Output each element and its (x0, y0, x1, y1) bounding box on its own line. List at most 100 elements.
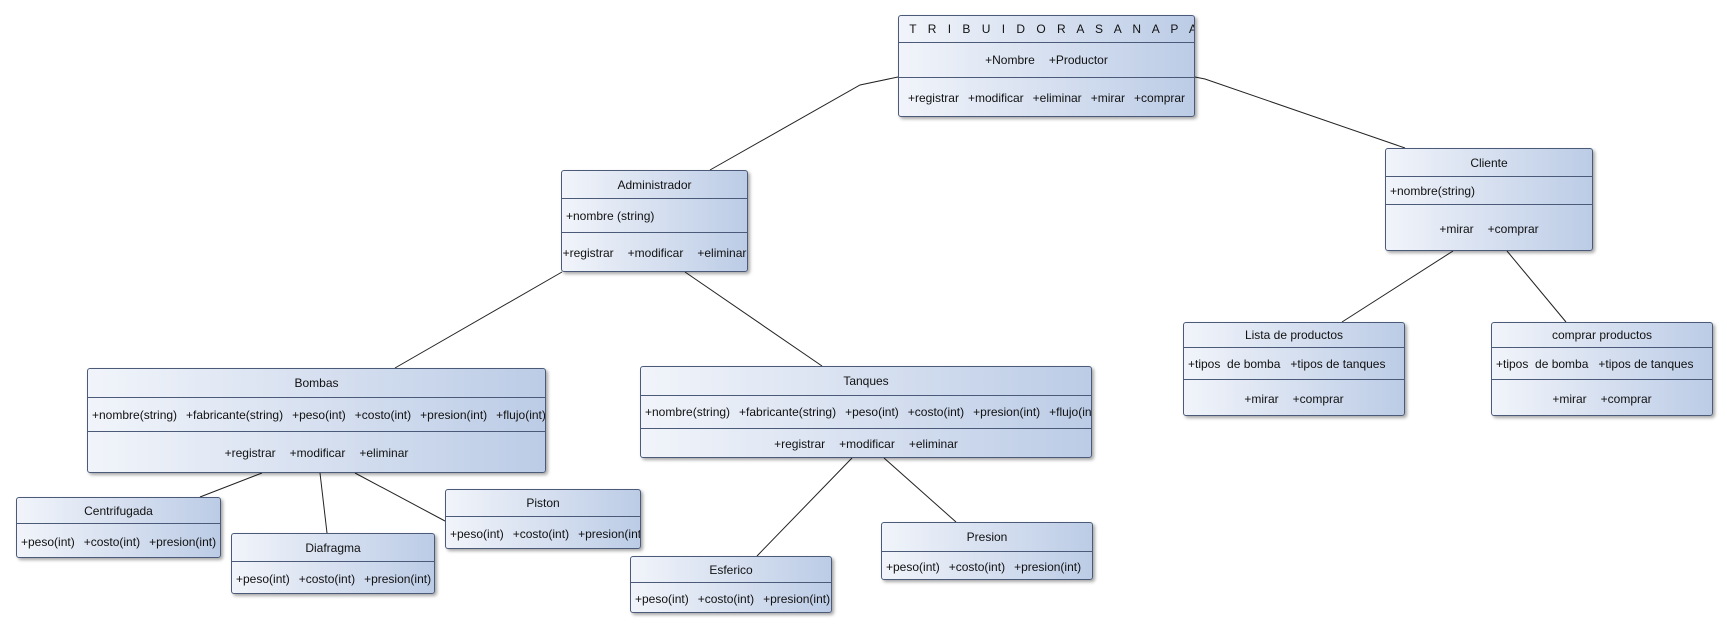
attribute: +peso(int) (450, 526, 504, 541)
attribute: +presion(int) (1014, 559, 1082, 574)
method: +mirar (1439, 221, 1474, 236)
attribute: +presion(int) (364, 571, 432, 586)
class-attributes: +tipos de bomba +tipos de tanques (1492, 347, 1712, 379)
class-attributes: +peso(int) +costo(int) +presion(int) (882, 551, 1092, 579)
attribute: +Productor (1048, 53, 1108, 67)
class-diafragma: Diafragma +peso(int) +costo(int) +presio… (231, 533, 435, 594)
line-distribuidora-cliente (1194, 76, 1406, 149)
method: +comprar (1292, 391, 1344, 406)
class-name: Centrifugada (84, 503, 153, 518)
method: +registrar (907, 91, 959, 105)
line-cliente-comprar (1506, 250, 1567, 323)
line-cliente-lista (1341, 250, 1454, 323)
method: +eliminar (1032, 91, 1082, 105)
line-bombas-piston (354, 472, 446, 522)
class-name: Administrador (617, 177, 692, 192)
class-presion: Presion +peso(int) +costo(int) +presion(… (881, 522, 1093, 580)
class-name: comprar productos (1551, 328, 1653, 342)
method: +eliminar (359, 446, 409, 460)
class-attributes: +peso(int) +costo(int) +presion(int) (446, 516, 641, 548)
line-distribuidora-administrador (709, 76, 899, 171)
method: +comprar (1134, 91, 1186, 105)
attribute: +presion(int) (578, 526, 641, 541)
attribute: +nombre(string) (1390, 183, 1476, 198)
class-administrador: Administrador +nombre (string) +registra… (561, 170, 748, 272)
class-methods: +mirar +comprar (1492, 379, 1712, 415)
attribute: +presion(int) (973, 405, 1041, 419)
method: +mirar (1244, 391, 1279, 406)
method: +registrar (774, 437, 826, 451)
line-bombas-centrifugada (199, 472, 263, 498)
class-name: Tanques (843, 374, 889, 388)
class-name: Lista de productos (1244, 328, 1344, 342)
attribute: +peso(int) (845, 405, 899, 419)
attribute: +costo(int) (948, 559, 1006, 574)
attribute: +costo(int) (907, 405, 965, 419)
line-administrador-bombas (394, 271, 563, 369)
method: +mirar (1552, 391, 1587, 406)
class-lista-productos: Lista de productos +tipos de bomba +tipo… (1183, 322, 1405, 416)
attribute: +costo(int) (83, 534, 141, 549)
attribute: +presion(int) (763, 591, 831, 606)
attribute: +nombre(string) (645, 405, 731, 419)
attribute: +presion(int) (420, 407, 488, 422)
attribute: +tipos de tanques (1598, 356, 1694, 371)
method: +modificar (967, 91, 1024, 105)
class-methods: +registrar +modificar +eliminar (88, 431, 545, 472)
method: +comprar (1600, 391, 1652, 406)
class-attributes: +peso(int) +costo(int) +presion(int) (232, 561, 434, 593)
attribute: +fabricante(string) (739, 405, 837, 419)
attribute: +peso(int) (236, 571, 290, 586)
class-distribuidora: D I S T R I B U I D O R A S A N A P A J … (898, 15, 1195, 117)
attribute: +flujo(int) (496, 407, 546, 422)
attribute: +costo(int) (354, 407, 412, 422)
attribute: +tipos de bomba (1188, 356, 1281, 371)
class-name: Cliente (1470, 155, 1508, 170)
attribute: +tipos de tanques (1290, 356, 1386, 371)
method: +eliminar (697, 246, 747, 260)
line-administrador-tanques (684, 271, 823, 367)
class-methods: +registrar +modificar +eliminar +mirar +… (899, 77, 1194, 116)
class-attributes: +Nombre +Productor (899, 42, 1194, 77)
class-name: D I S T R I B U I D O R A S A N A P A J … (899, 22, 1194, 36)
class-bombas: Bombas +nombre(string) +fabricante(strin… (87, 368, 546, 473)
class-attributes: +nombre(string) (1386, 176, 1592, 204)
attribute: +costo(int) (697, 591, 755, 606)
method: +eliminar (908, 437, 958, 451)
class-name: Presion (966, 530, 1008, 544)
class-comprar-productos: comprar productos +tipos de bomba +tipos… (1491, 322, 1713, 416)
method: +comprar (1487, 221, 1539, 236)
class-methods: +mirar +comprar (1386, 204, 1592, 250)
method: +registrar (562, 246, 614, 260)
class-methods: +mirar +comprar (1184, 379, 1404, 415)
class-attributes: +nombre (string) (562, 198, 747, 232)
attribute: +fabricante(string) (186, 407, 284, 422)
attribute: +tipos de bomba (1496, 356, 1589, 371)
method: +modificar (839, 437, 895, 451)
method: +modificar (289, 446, 346, 460)
class-piston: Piston +peso(int) +costo(int) +presion(i… (445, 489, 641, 549)
attribute: +flujo(int) (1049, 405, 1092, 419)
class-centrifugada: Centrifugada +peso(int) +costo(int) +pre… (16, 497, 221, 558)
class-attributes: +peso(int) +costo(int) +presion(int) (631, 582, 831, 612)
class-name: Esferico (709, 562, 753, 577)
class-methods: +registrar +modificar +eliminar (562, 232, 747, 271)
class-attributes: +nombre(string) +fabricante(string) +pes… (88, 397, 545, 431)
attribute: +peso(int) (886, 559, 940, 574)
class-name: Diafragma (305, 540, 361, 555)
class-tanques: Tanques +nombre(string) +fabricante(stri… (640, 366, 1092, 458)
attribute: +presion(int) (149, 534, 217, 549)
class-name: Piston (526, 496, 560, 510)
attribute: +nombre (string) (566, 208, 655, 223)
method: +mirar (1090, 91, 1126, 105)
class-methods: +registrar +modificar +eliminar (641, 428, 1091, 457)
method: +modificar (627, 246, 684, 260)
attribute: +peso(int) (292, 407, 346, 422)
class-name: Bombas (294, 376, 339, 390)
class-esferico: Esferico +peso(int) +costo(int) +presion… (630, 556, 832, 613)
attribute: +peso(int) (635, 591, 689, 606)
attribute: +nombre(string) (92, 407, 178, 422)
attribute: +costo(int) (512, 526, 570, 541)
class-attributes: +nombre(string) +fabricante(string) +pes… (641, 395, 1091, 428)
